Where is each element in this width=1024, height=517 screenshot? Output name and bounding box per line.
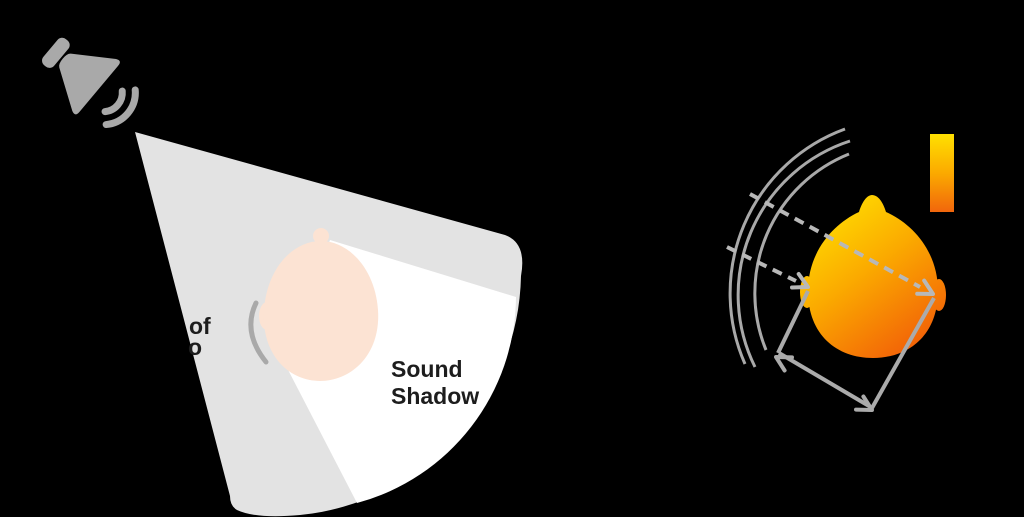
path-difference-head-left: [774, 355, 794, 373]
wavefront-arc-outer: [728, 127, 846, 365]
left-diagram: of o Sound Shadow: [42, 37, 523, 517]
cone-label-fragment-line2: o: [188, 334, 202, 360]
wavefront-arc-inner: [753, 152, 850, 351]
dashed-arrow-near-ear-head: [790, 272, 810, 290]
cone-label-fragment-line1: of: [189, 313, 211, 339]
right-diagram: [726, 127, 954, 412]
path-difference-head-right: [854, 394, 874, 412]
speaker-horn: [59, 53, 120, 115]
head-left: [248, 228, 379, 381]
intensity-gradient-legend: [930, 134, 954, 212]
speaker-cap: [42, 37, 70, 68]
far-ear-path-line: [870, 297, 936, 409]
dashed-arrow-near-ear: [726, 245, 810, 290]
dashed-arrow-far-ear-shaft: [749, 192, 921, 289]
head-shape-gradient: [808, 195, 938, 358]
dashed-arrow-far-ear-head: [915, 278, 935, 296]
speaker-icon: [42, 37, 139, 129]
sound-shadow-label-line1: Sound: [391, 356, 463, 382]
path-difference-arrows: [774, 290, 936, 412]
dashed-arrow-far-ear: [749, 192, 935, 296]
ear-icon: [248, 300, 269, 365]
head-shape: [263, 241, 379, 381]
head-right: [800, 195, 946, 358]
speaker-wave-inner: [101, 87, 126, 116]
speaker-wave-outer: [102, 86, 139, 129]
wavefront-arc-middle: [736, 139, 851, 368]
wavefront-arcs-icon: [728, 127, 851, 368]
hair-tuft: [313, 228, 329, 244]
near-ear-path-line: [776, 290, 810, 354]
sound-shadow-label-line2: Shadow: [391, 383, 479, 409]
dashed-arrow-near-ear-shaft: [726, 245, 797, 283]
path-difference-shaft: [777, 351, 871, 408]
